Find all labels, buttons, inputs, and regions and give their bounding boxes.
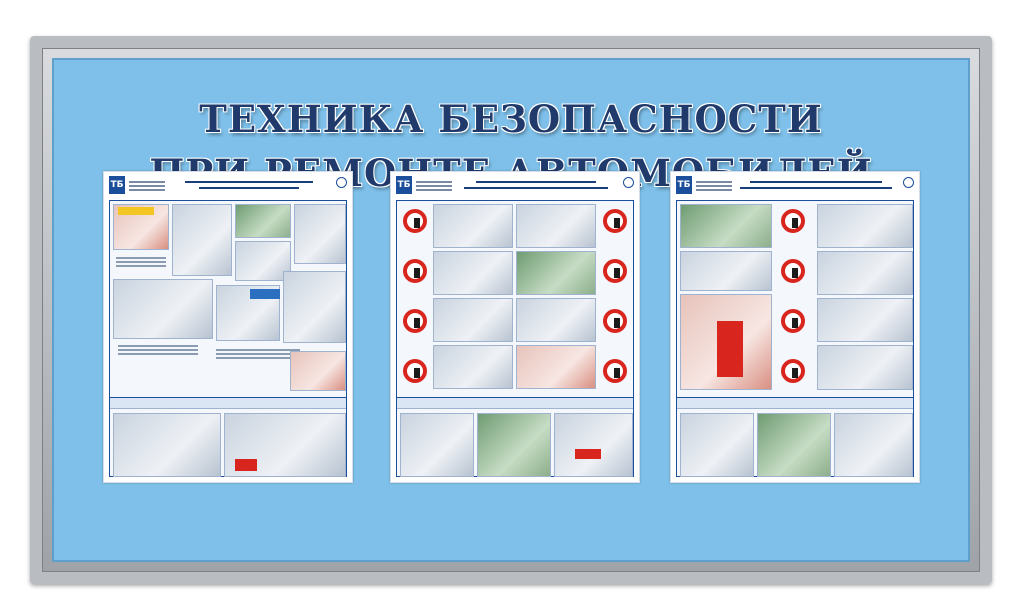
prohibition-sign-icon <box>603 209 627 233</box>
illustration <box>400 413 474 477</box>
poster-number-badge <box>623 177 634 188</box>
poster-3: ТБ <box>670 171 920 483</box>
illustration <box>113 279 213 339</box>
poster-small-print <box>696 181 732 183</box>
illustration <box>235 241 291 281</box>
prohibition-sign-icon <box>781 309 805 333</box>
board-title-line-1: ТЕХНИКА БЕЗОПАСНОСТИ <box>199 97 823 141</box>
prohibition-sign-icon <box>603 259 627 283</box>
illustration <box>433 345 513 389</box>
prohibition-sign-icon <box>781 359 805 383</box>
illustration <box>834 413 913 477</box>
prohibition-sign-icon <box>781 209 805 233</box>
prohibition-sign-icon <box>403 259 427 283</box>
text-block <box>216 349 300 351</box>
prohibition-sign-icon <box>603 309 627 333</box>
poster-header: ТБ <box>676 176 914 198</box>
text-block <box>118 345 198 347</box>
text-block <box>116 257 166 259</box>
illustration <box>680 251 772 291</box>
illustration <box>433 204 513 248</box>
poster-small-print <box>129 181 165 183</box>
illustration <box>817 204 913 248</box>
poster-logo: ТБ <box>109 176 125 194</box>
poster-header: ТБ <box>109 176 347 198</box>
illustration <box>680 204 772 248</box>
red-graphic <box>575 449 601 459</box>
prohibition-sign-icon <box>403 359 427 383</box>
poster-number-badge <box>336 177 347 188</box>
illustration <box>817 345 913 390</box>
poster-number-badge <box>903 177 914 188</box>
illustration <box>680 413 754 477</box>
illustration <box>516 345 596 389</box>
prohibition-sign-icon <box>403 209 427 233</box>
poster-heading-graphic <box>736 181 896 189</box>
illustration <box>113 413 221 477</box>
poster-small-print <box>416 181 452 183</box>
poster-content <box>396 200 634 477</box>
warning-plate <box>118 207 154 215</box>
poster-content <box>109 200 347 477</box>
poster-logo: ТБ <box>676 176 692 194</box>
illustration <box>433 251 513 295</box>
illustration <box>757 413 831 477</box>
illustration <box>817 251 913 295</box>
poster-heading-graphic <box>456 181 616 189</box>
poster-heading-graphic <box>169 181 329 189</box>
illustration <box>433 298 513 342</box>
section-divider <box>110 397 346 409</box>
illustration <box>516 204 596 248</box>
illustration <box>294 204 346 264</box>
poster-2: ТБ <box>390 171 640 483</box>
jack-graphic <box>717 321 743 377</box>
section-divider <box>397 397 633 409</box>
section-divider <box>677 397 913 409</box>
illustration <box>290 351 346 391</box>
illustration <box>516 251 596 295</box>
poster-1: ТБ <box>103 171 353 483</box>
poster-header: ТБ <box>396 176 634 198</box>
prohibition-sign-icon <box>781 259 805 283</box>
illustration <box>817 298 913 342</box>
illustration <box>554 413 633 477</box>
illustration <box>516 298 596 342</box>
prohibition-sign-icon <box>603 359 627 383</box>
vehicle-graphic <box>250 289 280 299</box>
illustration <box>477 413 551 477</box>
illustration <box>172 204 232 276</box>
poster-content <box>676 200 914 477</box>
illustration <box>235 204 291 238</box>
prohibition-graphic <box>235 459 257 471</box>
poster-logo: ТБ <box>396 176 412 194</box>
illustration <box>283 271 346 343</box>
prohibition-sign-icon <box>403 309 427 333</box>
